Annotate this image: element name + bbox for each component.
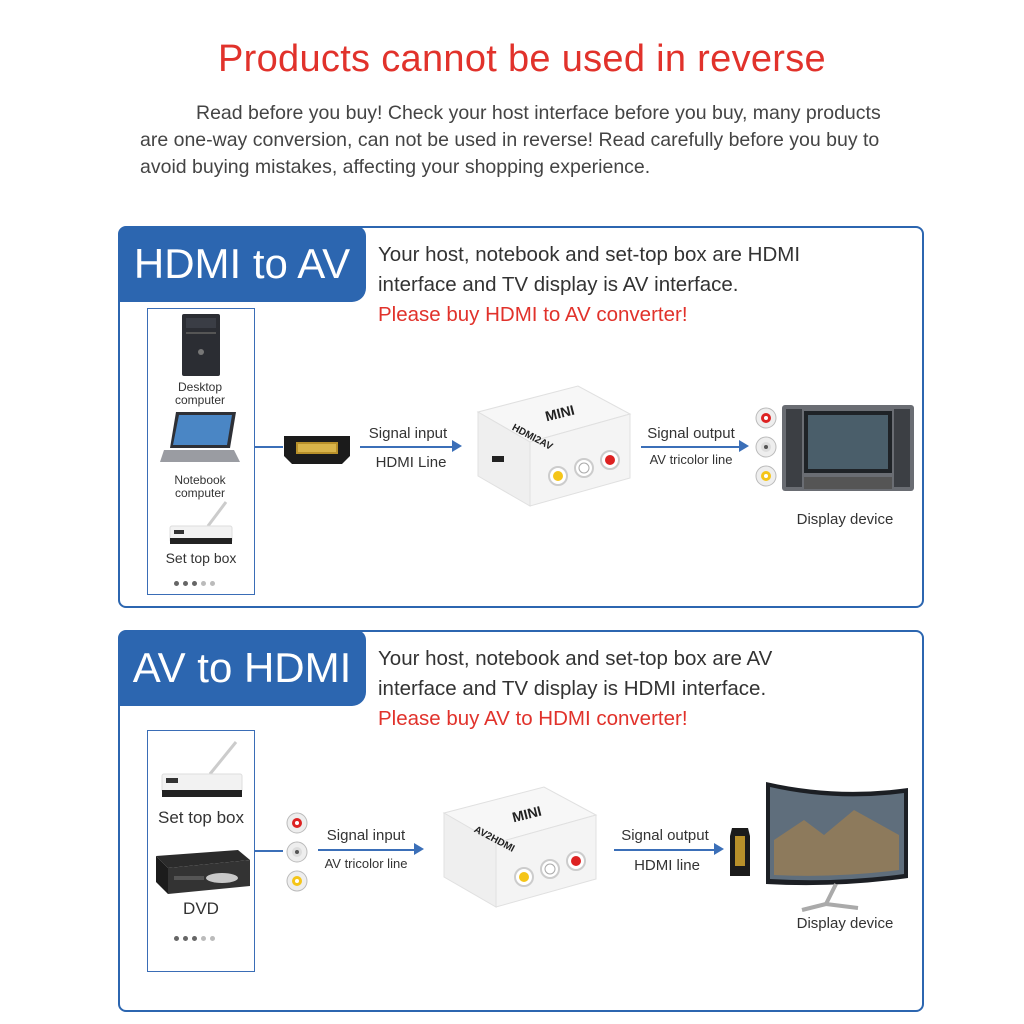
panel-tab-hdmi-to-av: HDMI to AV [118, 226, 366, 302]
hdmi-plug-icon [284, 436, 350, 464]
signal-input-label: Signal input [368, 425, 448, 442]
output-cable-label: HDMI line [634, 857, 700, 874]
carousel-dots [174, 581, 215, 586]
desc-line-2: interface and TV display is HDMI interfa… [378, 677, 767, 700]
panel-description: Your host, notebook and set-top box are … [378, 240, 918, 330]
input-arrow-head [452, 440, 462, 452]
warning-text: Please buy AV to HDMI converter! [378, 707, 688, 730]
source-connector-line [255, 446, 283, 448]
source-label-notebook: Notebook computer [174, 473, 226, 500]
rca-plugs-icon [755, 407, 777, 487]
crt-tv-display-icon [782, 405, 914, 491]
panel-hdmi-to-av [118, 226, 924, 608]
signal-output-label: Signal output [647, 425, 735, 442]
rca-plugs-icon [286, 812, 308, 892]
desc-line-2: interface and TV display is AV interface… [378, 273, 739, 296]
panel-av-to-hdmi [118, 630, 924, 1012]
panel-description: Your host, notebook and set-top box are … [378, 644, 918, 734]
desc-line-1: Your host, notebook and set-top box are … [378, 243, 801, 266]
hdmi-plug-icon [730, 828, 750, 876]
output-arrow-line [641, 446, 739, 448]
output-arrow-line [614, 849, 714, 851]
source-label-set-top-box: Set top box [157, 808, 244, 827]
av2hdmi-converter-image [442, 786, 598, 908]
input-cable-label: AV tricolor line [324, 856, 408, 871]
display-device-label: Display device [796, 915, 894, 932]
warning-text: Please buy HDMI to AV converter! [378, 303, 688, 326]
signal-input-label: Signal input [326, 827, 406, 844]
curved-monitor-display-icon [766, 782, 908, 912]
desktop-computer-icon [182, 314, 220, 376]
output-cable-label: AV tricolor line [649, 452, 733, 467]
source-connector-line [255, 850, 283, 852]
desc-line-1: Your host, notebook and set-top box are … [378, 647, 773, 670]
set-top-box-icon [169, 501, 233, 544]
hdmi2av-converter-image [476, 385, 632, 507]
input-cable-label: HDMI Line [375, 454, 447, 471]
notebook-computer-icon [160, 412, 240, 462]
panel-tab-av-to-hdmi: AV to HDMI [118, 630, 366, 706]
carousel-dots [174, 936, 215, 941]
source-label-dvd: DVD [183, 899, 219, 918]
input-arrow-line [360, 446, 452, 448]
source-label-desktop: Desktop computer [174, 380, 226, 407]
page-title: Products cannot be used in reverse [218, 38, 826, 80]
dvd-player-icon [156, 850, 250, 894]
display-device-label: Display device [796, 511, 894, 528]
set-top-box-icon [161, 741, 243, 797]
input-arrow-head [414, 843, 424, 855]
output-arrow-head [739, 440, 749, 452]
signal-output-label: Signal output [621, 827, 709, 844]
source-label-set-top-box: Set top box [165, 550, 237, 566]
input-arrow-line [318, 849, 414, 851]
output-arrow-head [714, 843, 724, 855]
intro-paragraph: Read before you buy! Check your host int… [140, 102, 881, 178]
